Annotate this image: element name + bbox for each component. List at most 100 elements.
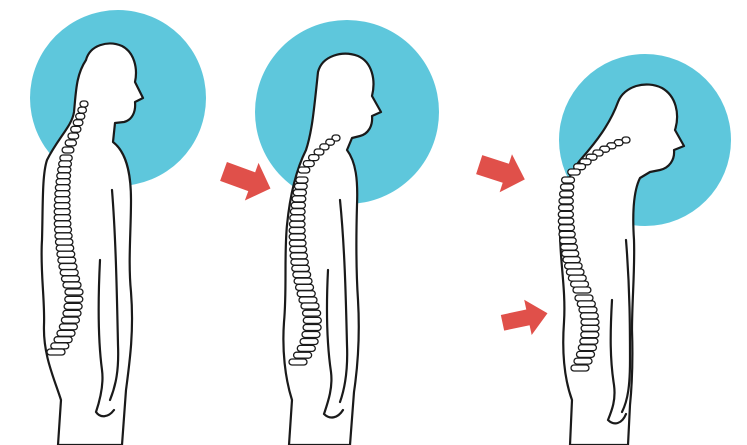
- vertebra: [61, 317, 79, 323]
- vertebra: [577, 301, 595, 307]
- vertebra: [80, 101, 88, 107]
- vertebra: [303, 325, 321, 331]
- vertebra: [291, 202, 305, 208]
- vertebra: [578, 345, 596, 351]
- vertebra: [577, 351, 595, 357]
- vertebra: [559, 198, 573, 204]
- vertebra: [568, 169, 580, 175]
- vertebra: [289, 234, 305, 240]
- vertebra: [57, 173, 71, 179]
- vertebra: [60, 270, 78, 276]
- vertebra: [295, 183, 308, 189]
- vertebra: [73, 120, 83, 126]
- vertebra: [293, 190, 306, 196]
- arrow-neck: [217, 153, 278, 208]
- vertebra: [562, 251, 579, 257]
- vertebra: [559, 205, 574, 211]
- vertebra: [297, 291, 315, 297]
- vertebra: [568, 275, 586, 281]
- vertebra: [62, 147, 74, 153]
- vertebra: [55, 227, 72, 233]
- vertebra: [65, 289, 83, 295]
- vertebra: [558, 211, 573, 217]
- figure-hunched: [473, 54, 731, 445]
- vertebra: [301, 303, 319, 309]
- vertebra: [57, 251, 75, 257]
- vertebra: [59, 264, 77, 270]
- figure-neck-forward: [217, 20, 439, 445]
- vertebra: [561, 244, 578, 250]
- vertebra: [292, 265, 310, 271]
- vertebra: [571, 281, 589, 287]
- vertebra: [562, 177, 575, 183]
- vertebra: [290, 253, 307, 259]
- vertebra: [579, 307, 597, 313]
- vertebra: [559, 225, 575, 231]
- vertebra: [289, 359, 307, 365]
- vertebra: [58, 167, 71, 173]
- vertebra: [294, 352, 312, 358]
- vertebra: [76, 113, 85, 119]
- vertebra: [65, 296, 83, 302]
- arrow-lower-back: [499, 296, 551, 341]
- arrow-upper-back: [473, 146, 531, 199]
- vertebra: [64, 303, 82, 309]
- vertebra: [559, 231, 575, 237]
- vertebra: [565, 263, 583, 269]
- vertebra: [71, 126, 81, 132]
- vertebra: [57, 330, 75, 336]
- vertebra: [300, 339, 318, 345]
- vertebra: [566, 269, 584, 275]
- vertebra: [47, 349, 65, 355]
- vertebra: [575, 295, 593, 301]
- vertebra: [298, 167, 310, 173]
- vertebra: [580, 338, 598, 344]
- vertebra: [65, 140, 76, 146]
- vertebra: [571, 365, 589, 371]
- vertebra: [63, 310, 81, 316]
- vertebra: [299, 297, 317, 303]
- vertebra: [78, 107, 87, 113]
- vertebra: [63, 282, 81, 288]
- vertebra: [54, 215, 70, 221]
- vertebra: [54, 209, 70, 215]
- vertebra: [560, 191, 574, 197]
- vertebra: [62, 276, 80, 282]
- vertebra: [581, 319, 599, 325]
- vertebra: [309, 155, 319, 161]
- vertebra: [561, 184, 574, 190]
- vertebra: [580, 313, 598, 319]
- vertebra: [55, 185, 70, 191]
- vertebra: [290, 221, 306, 227]
- vertebra: [290, 209, 305, 215]
- vertebra: [291, 259, 308, 265]
- vertebra: [54, 221, 71, 227]
- vertebra: [293, 272, 311, 278]
- vertebra: [58, 257, 76, 263]
- vertebra: [297, 345, 315, 351]
- vertebra: [56, 239, 73, 245]
- vertebra: [303, 317, 321, 323]
- vertebra: [303, 161, 314, 167]
- vertebra: [290, 215, 305, 221]
- vertebra: [563, 257, 580, 263]
- vertebra: [296, 177, 308, 183]
- vertebra: [59, 324, 77, 330]
- vertebra: [59, 161, 72, 167]
- vertebra: [292, 196, 306, 202]
- vertebra: [290, 247, 307, 253]
- vertebra: [558, 218, 574, 224]
- vertebra: [574, 358, 592, 364]
- vertebra: [560, 238, 577, 244]
- vertebra: [51, 343, 69, 349]
- vertebra: [302, 332, 320, 338]
- vertebra: [55, 233, 72, 239]
- vertebra: [289, 228, 305, 234]
- vertebra: [581, 325, 599, 331]
- vertebra: [303, 310, 321, 316]
- vertebra: [294, 278, 312, 284]
- vertebra: [56, 179, 70, 185]
- vertebra: [581, 332, 599, 338]
